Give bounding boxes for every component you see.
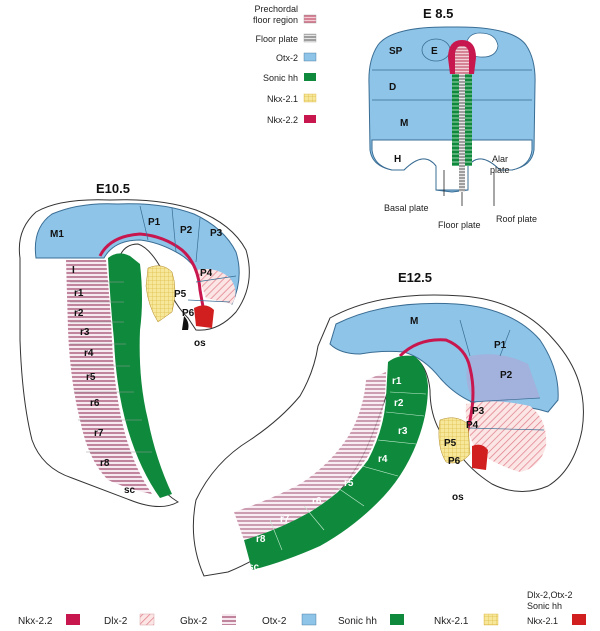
e105-label-p6: P6: [182, 308, 195, 319]
e105-label-r7: r7: [94, 428, 104, 439]
bottom-legend-sonic-swatch: [390, 614, 404, 625]
e105-label-p4: P4: [200, 268, 213, 279]
e125-label-p1: P1: [494, 340, 507, 351]
e125-label-r2: r2: [394, 398, 404, 409]
e105-label-r1: r1: [74, 288, 84, 299]
e125-label-r6: r6: [312, 496, 322, 507]
top-legend-nkx22-swatch: [304, 115, 316, 123]
top-legend-floorplate-label: Floor plate: [255, 34, 298, 44]
e125-label-p3: P3: [472, 406, 485, 417]
e125-label-sc: sc: [248, 562, 260, 573]
e85-floor-plate: [459, 74, 465, 192]
e105-label-p2: P2: [180, 225, 193, 236]
bottom-legend-combo-line2: Sonic hh: [527, 601, 562, 611]
top-legend-floorplate-swatch: [304, 34, 316, 42]
stage-label-e125: E12.5: [398, 270, 432, 285]
stage-label-e85: E 8.5: [423, 6, 453, 21]
e105-label-os: os: [194, 338, 206, 349]
e125-label-r7: r7: [280, 514, 290, 525]
e105-label-m1: M1: [50, 229, 64, 240]
top-legend-otx2-label: Otx-2: [276, 53, 298, 63]
e125-label-r1: r1: [392, 376, 402, 387]
top-legend-prechordal-swatch: [304, 15, 316, 23]
bottom-legend-nkx22-swatch: [66, 614, 80, 625]
e125-label-p5: P5: [444, 438, 457, 449]
e85-basal-plate-label: Basal plate: [384, 203, 429, 213]
bottom-legend-combo-line3: Nkx-2.1: [527, 616, 558, 626]
e125-label-os: os: [452, 492, 464, 503]
bottom-legend-dlx2-swatch: [140, 614, 154, 625]
e125-label-p4: P4: [466, 420, 479, 431]
e125-label-r3: r3: [398, 426, 408, 437]
bottom-legend-sonic-label: Sonic hh: [338, 616, 377, 627]
e125-red-block: [472, 445, 488, 470]
e105-label-r2: r2: [74, 308, 84, 319]
e105-panel: E10.5 M1 P1 P2 P3 P4 P5 P6 I r1 r2 r3 r4: [19, 181, 249, 507]
top-legend-nkx21-swatch: [304, 94, 316, 102]
top-legend: Prechordal floor region Floor plate Otx-…: [253, 4, 316, 125]
e85-label-sp: SP: [389, 46, 403, 57]
bottom-legend-otx2-swatch: [302, 614, 316, 625]
top-legend-nkx22-label: Nkx-2.2: [267, 115, 298, 125]
top-legend-nkx21-label: Nkx-2.1: [267, 94, 298, 104]
e105-label-r8: r8: [100, 458, 110, 469]
e105-red-block: [194, 305, 214, 328]
bottom-legend-nkx21-swatch: [484, 614, 498, 625]
bottom-legend: Nkx-2.2 Dlx-2 Gbx-2 Otx-2 Sonic hh Nkx-2…: [18, 590, 586, 627]
e85-alar-line2: plate: [490, 165, 510, 175]
stage-label-e105: E10.5: [96, 181, 130, 196]
e105-label-r4: r4: [84, 348, 94, 359]
e125-label-r8: r8: [256, 534, 266, 545]
e125-label-p6: P6: [448, 456, 461, 467]
e85-label-m: M: [400, 118, 408, 129]
e85-roof-plate-label: Roof plate: [496, 214, 537, 224]
e85-label-e: E: [431, 46, 438, 57]
e105-label-r5: r5: [86, 372, 96, 383]
bottom-legend-combo-line1: Dlx-2,Otx-2: [527, 590, 573, 600]
e125-panel: E12.5 M P1 P2 P3 P4 P5 P6 r1 r2 r3 r4 r5…: [193, 270, 583, 576]
bottom-legend-nkx21-label: Nkx-2.1: [434, 616, 469, 627]
e105-label-r3: r3: [80, 327, 90, 338]
bottom-legend-dlx2-label: Dlx-2: [104, 616, 128, 627]
e125-label-r4: r4: [378, 454, 388, 465]
e85-floor-plate-label: Floor plate: [438, 220, 481, 230]
e125-label-r5: r5: [344, 478, 354, 489]
e85-label-d: D: [389, 82, 396, 93]
e105-label-p1: P1: [148, 217, 161, 228]
e125-label-m: M: [410, 316, 418, 327]
top-legend-prechordal-line1: Prechordal: [254, 4, 298, 14]
e105-label-i: I: [72, 265, 75, 276]
e105-label-p5: P5: [174, 289, 187, 300]
top-legend-sonic-swatch: [304, 73, 316, 81]
e125-label-p2: P2: [500, 370, 513, 381]
bottom-legend-combo-swatch: [572, 614, 586, 625]
top-legend-prechordal-line2: floor region: [253, 15, 298, 25]
e85-alar-line1: Alar: [492, 154, 508, 164]
bottom-legend-gbx2-swatch: [222, 614, 236, 625]
bottom-legend-nkx22-label: Nkx-2.2: [18, 616, 53, 627]
top-legend-sonic-label: Sonic hh: [263, 73, 298, 83]
bottom-legend-gbx2-label: Gbx-2: [180, 616, 208, 627]
top-legend-otx2-swatch: [304, 53, 316, 61]
e105-label-r6: r6: [90, 398, 100, 409]
e85-prechordal: [455, 46, 469, 74]
e105-label-p3: P3: [210, 228, 223, 239]
e85-label-h: H: [394, 154, 401, 165]
bottom-legend-otx2-label: Otx-2: [262, 616, 287, 627]
e105-label-sc: sc: [124, 485, 136, 496]
e105-nkx21-patch: [146, 266, 175, 322]
e85-panel: E 8.5 SP E D M H Alar plate Basal plate …: [369, 6, 537, 230]
